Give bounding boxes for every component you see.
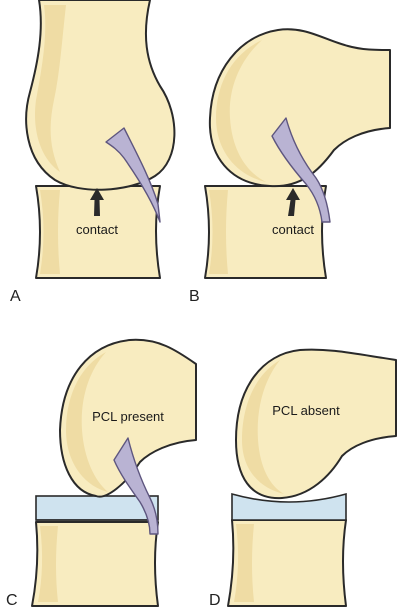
panel-d: PCL absent D	[209, 350, 396, 609]
panel-letter-b: B	[189, 288, 200, 305]
pcl-absent-label: PCL absent	[272, 403, 340, 418]
contact-label: contact	[76, 222, 118, 237]
panel-letter-d: D	[209, 592, 221, 609]
panel-a: contact A	[10, 0, 174, 305]
panel-c: PCL present C	[6, 340, 196, 609]
panel-letter-a: A	[10, 288, 21, 305]
panel-letter-c: C	[6, 592, 18, 609]
pcl-present-label: PCL present	[92, 409, 164, 424]
panel-b: contact B	[189, 29, 390, 305]
contact-label: contact	[272, 222, 314, 237]
